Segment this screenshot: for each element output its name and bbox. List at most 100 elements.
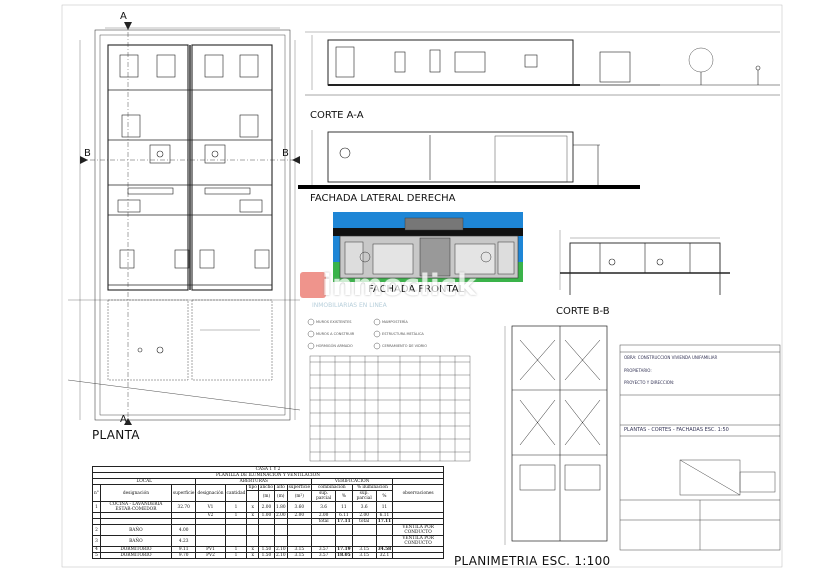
table-cell-des	[195, 535, 226, 547]
table-cell-sup: 4.00	[170, 524, 197, 536]
table-cell-obs	[392, 501, 444, 513]
table-cell-pct2: 32.1	[375, 552, 394, 559]
section-a-bottom-label: A	[120, 414, 127, 425]
table-cell-ancho: 1.50	[257, 552, 275, 559]
table-cell-ancho	[257, 524, 275, 536]
table-cell-n: 2	[92, 524, 101, 536]
header-observaciones: observaciones	[392, 484, 444, 502]
table-cell-name: BAÑO	[99, 535, 172, 547]
table-cell-cant: 1	[224, 552, 248, 559]
table-cell-pct2	[375, 535, 394, 547]
corte-aa-drawing	[305, 31, 780, 96]
table-cell-n: 5	[92, 552, 101, 559]
header-superficie: superficie	[170, 484, 197, 502]
header-superficie2: superficie	[286, 484, 313, 491]
table-cell-pct	[335, 535, 353, 547]
fachada-frontal-title: FACHADA FRONTAL	[368, 284, 465, 295]
table-cell-n: 3	[92, 535, 101, 547]
table-cell-comb: 3.57	[311, 552, 337, 559]
table-cell-tipo	[246, 535, 259, 547]
table-cell-alto	[274, 535, 288, 547]
planimetria-title: PLANIMETRIA ESC. 1:100	[454, 554, 611, 568]
planta-title: PLANTA	[92, 428, 140, 442]
table-cell-comb	[311, 535, 337, 547]
illumination-table: CASA 1 Y 2 PLANILLA DE ILUMINACION Y VEN…	[91, 466, 444, 559]
header-pct-2: %	[375, 490, 394, 502]
legend-item: MAMPOSTERÍA	[382, 320, 408, 324]
corte-bb-title: CORTE B-B	[556, 306, 610, 317]
table-cell-alto	[274, 524, 288, 536]
table-cell-pct2: 17.11	[375, 518, 394, 525]
table-cell-sup: 4.23	[170, 535, 197, 547]
header-tipo: tipo	[246, 484, 259, 491]
table-cell-parc: 3.15	[351, 552, 377, 559]
table-cell-pct: 17.11	[335, 518, 353, 525]
table-cell-ancho	[257, 535, 275, 547]
header-iluminacion: % iluminación	[351, 484, 394, 491]
table-cell-pct2	[375, 524, 394, 536]
section-a-top-label: A	[120, 11, 127, 22]
table-cell-tipo: x	[246, 501, 259, 513]
planta-drawing	[67, 22, 301, 425]
table-cell-des	[195, 524, 226, 536]
unit-ancho: (m)	[257, 490, 275, 502]
title-block-line: PROYECTO Y DIRECCION:	[624, 380, 675, 385]
planimetria-drawing	[504, 325, 608, 545]
table-cell-pct: 17.19	[335, 546, 353, 553]
unit-superficie: (m²)	[286, 490, 313, 502]
table-cell-tipo: x	[246, 552, 259, 559]
table-cell-alto: 2.10	[274, 546, 288, 553]
table-cell-ancho: 2.00	[257, 501, 275, 513]
section-b-right-label: B	[282, 148, 289, 159]
watermark-brand: inmoclick	[322, 268, 477, 302]
table-cell-alto: 2.00	[274, 512, 288, 519]
legend-symbols	[307, 318, 381, 350]
table-cell-parc	[351, 524, 377, 536]
table-cell-cant	[224, 535, 248, 547]
fachada-frontal-render	[333, 212, 523, 282]
sheet-border	[61, 4, 783, 568]
table-cell-obs: VENTILA POR CONDUCTO	[392, 524, 444, 536]
table-cell-des: V1	[195, 501, 226, 513]
fachada-lateral-title: FACHADA LATERAL DERECHA	[310, 193, 456, 204]
table-cell-sup: 32.70	[170, 501, 197, 513]
inmoclick-logo-icon	[300, 272, 326, 298]
schedule-table	[309, 355, 471, 462]
header-designacion: designación	[99, 484, 172, 502]
table-cell-alto: 1.80	[274, 501, 288, 513]
fachada-lateral-drawing	[298, 130, 640, 189]
table-cell-cant: 1	[224, 501, 248, 513]
table-cell-n: 1	[92, 501, 101, 513]
table-cell-area	[286, 524, 313, 536]
table-cell-pct2: 34.58	[375, 546, 394, 553]
header-pct: %	[335, 490, 353, 502]
table-cell-pct: 11	[335, 501, 353, 513]
table-cell-area	[286, 535, 313, 547]
title-block-line: OBRA: CONSTRUCCION VIVIENDA UNIFAMILIAR	[624, 355, 718, 360]
legend-item: MUROS A CONSTRUIR	[316, 332, 355, 336]
header-sup-parcial-2: sup. parcial	[351, 490, 377, 502]
legend-item: MUROS EXISTENTES	[316, 320, 352, 324]
legend-item: ESTRUCTURA METÁLICA	[382, 332, 424, 336]
section-b-left-label: B	[84, 148, 91, 159]
header-ancho: ancho	[257, 484, 275, 491]
table-cell-des: PV2	[195, 552, 226, 559]
table-cell-obs: VENTILA POR CONDUCTO	[392, 535, 444, 547]
title-block-line: PLANTAS - CORTES - FACHADAS ESC. 1:50	[624, 427, 729, 433]
table-cell-pct	[335, 524, 353, 536]
table-cell-comb	[311, 524, 337, 536]
table-cell-pct2: 11	[375, 501, 394, 513]
table-cell-tipo	[246, 524, 259, 536]
table-cell-parc	[351, 535, 377, 547]
watermark-tagline: INMOBILIARIAS EN LÍNEA	[312, 302, 387, 309]
table-cell-alto: 2.10	[274, 552, 288, 559]
table-cell-name: BAÑO	[99, 524, 172, 536]
watermark: inmoclick INMOBILIARIAS EN LÍNEA	[300, 262, 510, 312]
unit-alto: (m)	[274, 490, 288, 502]
